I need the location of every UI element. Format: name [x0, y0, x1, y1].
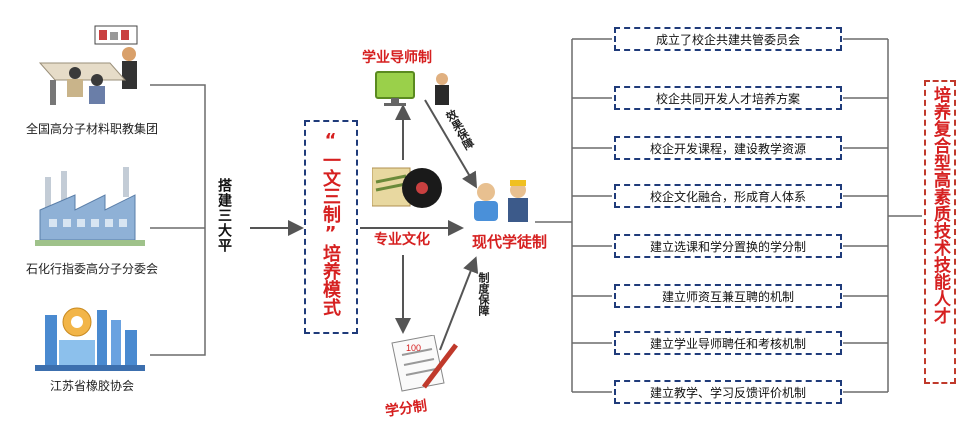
measure-item: 校企共同开发人才培养方案: [614, 86, 842, 110]
measure-item: 建立选课和学分置换的学分制: [614, 234, 842, 258]
model-box: “一文三制”培养模式: [304, 120, 358, 334]
goal-label: 培养复合型高素质技术技能人才: [930, 86, 950, 324]
meeting-scene-icon: [35, 18, 145, 113]
svg-text:100: 100: [406, 343, 421, 353]
org-label-3: 江苏省橡胶协会: [49, 379, 134, 393]
music-record-icon: [371, 160, 442, 216]
org-label-1: 全国高分子材料职教集团: [25, 122, 158, 136]
model-label: “一文三制”培养模式: [320, 130, 341, 316]
industrial-plant-icon: [35, 300, 145, 375]
measures-list: 成立了校企共建共管委员会 校企共同开发人才培养方案 校企开发课程，建设教学资源 …: [614, 0, 844, 428]
apprentice-icon: [466, 178, 536, 226]
platform-label: 搭建三大平: [216, 178, 232, 253]
measure-item: 建立师资互兼互聘的机制: [614, 284, 842, 308]
monitor-icon: [372, 70, 462, 108]
measure-item: 校企文化融合，形成育人体系: [614, 184, 842, 208]
node-culture-label: 专业文化: [374, 232, 430, 248]
node-apprentice-label: 现代学徒制: [472, 233, 548, 251]
measure-item: 建立教学、学习反馈评价机制: [614, 380, 842, 404]
factory-icon: [35, 165, 145, 250]
node-mentor-label: 学业导师制: [362, 50, 432, 66]
exam-paper-icon: 100: [384, 334, 464, 395]
goal-box: 培养复合型高素质技术技能人才: [924, 80, 956, 384]
system-guarantee-label: 制度保障: [477, 272, 490, 316]
measure-item: 建立学业导师聘任和考核机制: [614, 331, 842, 355]
measure-item: 校企开发课程，建设教学资源: [614, 136, 842, 160]
org-label-2: 石化行指委高分子分委会: [25, 262, 158, 276]
measure-item: 成立了校企共建共管委员会: [614, 27, 842, 51]
